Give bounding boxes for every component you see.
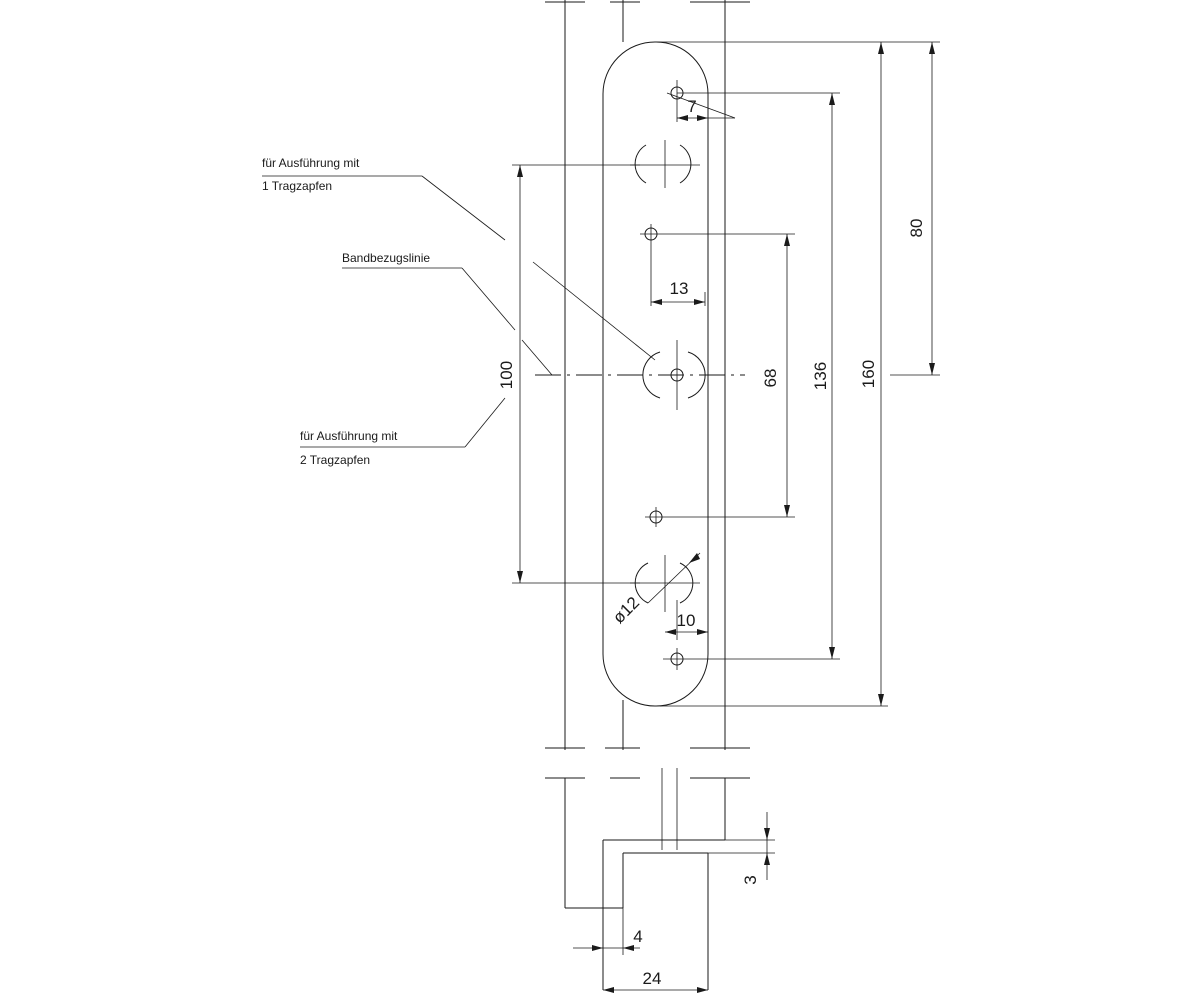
dimension-160-label: 160 [859, 360, 878, 388]
note-one-pin-line1: für Ausführung mit [262, 156, 360, 170]
dimension-7-label: 7 [687, 97, 696, 116]
note-two-pins-line2: 2 Tragzapfen [300, 453, 370, 467]
dimension-13: 13 [651, 279, 706, 306]
dimension-10: 10 [665, 611, 708, 635]
note-one-pin: für Ausführung mit 1 Tragzapfen [262, 156, 656, 361]
dimension-10-label: 10 [677, 611, 696, 630]
dimension-80-label: 80 [907, 219, 926, 238]
dimension-136: 136 [811, 93, 835, 659]
dimension-3-label: 3 [741, 875, 760, 884]
hole-centerlines [640, 80, 840, 670]
dimension-136-label: 136 [811, 362, 830, 390]
dimension-100: 100 [497, 164, 640, 584]
dimension-24: 24 [603, 969, 708, 993]
note-two-pins: für Ausführung mit 2 Tragzapfen [300, 397, 506, 467]
support-pin-upper [630, 140, 700, 188]
note-reference-line: Bandbezugslinie [342, 251, 553, 376]
dimension-160: 160 [655, 41, 940, 707]
dimension-80: 80 [890, 42, 940, 376]
dimension-7: 7 [677, 97, 735, 121]
dimension-24-label: 24 [643, 969, 662, 988]
dimension-68-label: 68 [761, 369, 780, 388]
dimension-13-label: 13 [670, 279, 689, 298]
note-reference-line-label: Bandbezugslinie [342, 251, 430, 265]
dimension-68: 68 [761, 234, 790, 517]
dimension-3: 3 [708, 812, 775, 885]
dimension-100-label: 100 [497, 361, 516, 389]
dimension-4: 4 [573, 908, 643, 955]
note-one-pin-line2: 1 Tragzapfen [262, 179, 332, 193]
dimension-4-label: 4 [633, 927, 642, 946]
note-two-pins-line1: für Ausführung mit [300, 429, 398, 443]
dimension-diameter-12-label: ø12 [609, 593, 643, 627]
frame-profile-lower [545, 768, 750, 990]
